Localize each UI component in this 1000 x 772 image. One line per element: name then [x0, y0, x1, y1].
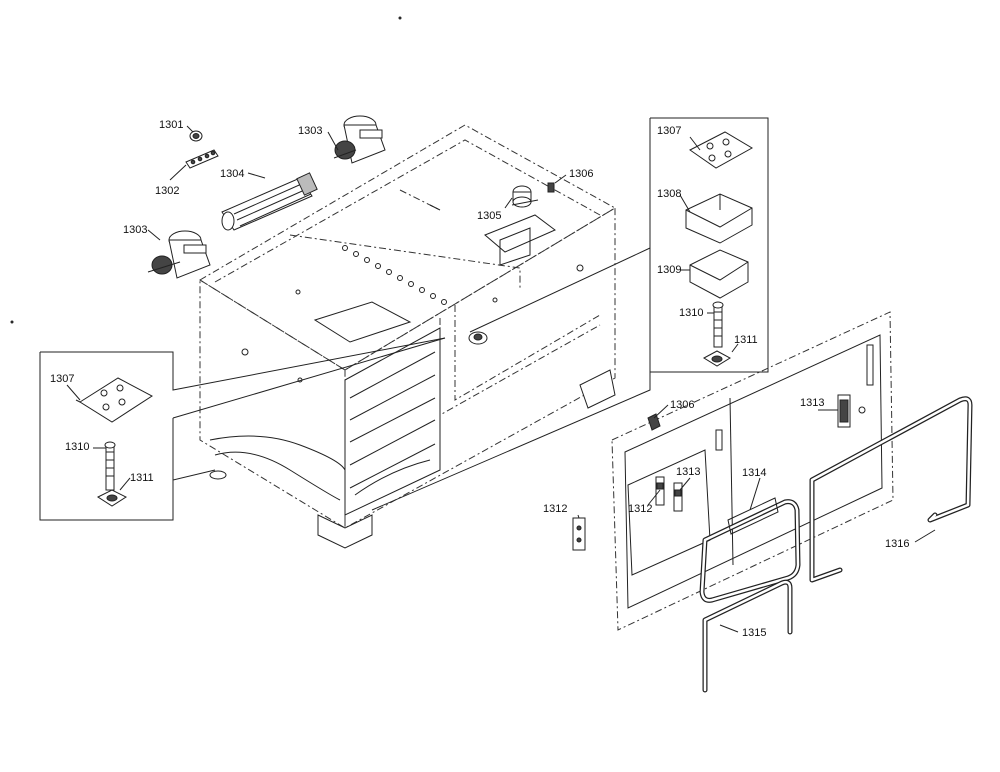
leader-lines [66, 125, 936, 633]
oven-cabinet [199, 124, 617, 549]
detail-box-right [371, 117, 769, 511]
callout-1309: 1309 [657, 264, 681, 276]
callout-1303-lower: 1303 [123, 224, 147, 236]
gasket-1314 [699, 497, 801, 603]
callout-1306-top: 1306 [569, 168, 593, 180]
callout-1312-door: 1312 [628, 503, 652, 515]
callout-1313-latch: 1313 [800, 397, 824, 409]
callout-1307-left: 1307 [50, 373, 74, 385]
detail-box-left [39, 337, 446, 521]
vent-holes [342, 245, 447, 305]
callout-1311-right: 1311 [734, 334, 758, 346]
part-1302 [185, 149, 219, 169]
callout-1302: 1302 [155, 185, 179, 197]
callout-1312-loose: 1312 [543, 503, 567, 515]
callout-1315: 1315 [742, 627, 766, 639]
callout-1308: 1308 [657, 188, 681, 200]
gasket-1316 [809, 396, 973, 583]
callout-1311-left: 1311 [130, 472, 154, 484]
thermostat-1305 [511, 185, 539, 208]
motor-1303-lower [147, 230, 211, 279]
callout-1305: 1305 [477, 210, 501, 222]
callout-1310-left: 1310 [65, 441, 89, 453]
callout-1301: 1301 [159, 119, 183, 131]
callout-1306-door: 1306 [670, 399, 694, 411]
part-1301 [189, 130, 203, 142]
callout-1310-right: 1310 [679, 307, 703, 319]
callout-1314: 1314 [742, 467, 766, 479]
callout-labels: 1301 1302 1303 1304 1303 1305 1306 1307 … [50, 119, 909, 639]
hinge-1312-loose [572, 517, 586, 551]
rod-1315 [702, 579, 793, 693]
door-panel [611, 311, 894, 631]
motor-1303-upper [333, 115, 386, 164]
callout-1307-right: 1307 [657, 125, 681, 137]
fan-1304 [221, 172, 318, 231]
callout-1304: 1304 [220, 168, 244, 180]
clip-1306-top [547, 182, 555, 193]
callout-1303-upper: 1303 [298, 125, 322, 137]
callout-1313-hinge: 1313 [676, 466, 700, 478]
callout-1316: 1316 [885, 538, 909, 550]
